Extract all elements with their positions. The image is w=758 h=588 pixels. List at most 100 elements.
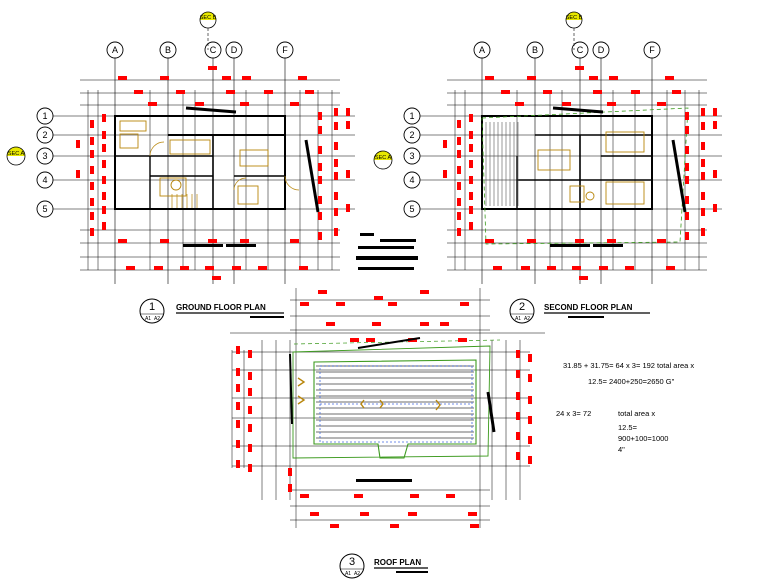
thick-leader — [671, 139, 687, 213]
slope-arrow — [297, 377, 306, 405]
grid-bubble-circle — [526, 41, 544, 59]
dimension-marker — [572, 266, 581, 270]
dimension-marker — [713, 170, 717, 178]
thick-leader — [357, 337, 421, 349]
calc-line-6: 4" — [618, 445, 625, 454]
dimension-marker — [305, 90, 314, 94]
dimension-marker — [336, 302, 345, 306]
dimension-marker — [102, 176, 106, 184]
dimension-marker — [300, 494, 309, 498]
dimension-marker — [485, 239, 494, 243]
sheet-a2: A2 — [354, 571, 360, 577]
dimension-marker — [318, 146, 322, 154]
dimension-marker — [346, 204, 350, 212]
dimension-marker — [685, 176, 689, 184]
dimension-marker — [685, 163, 689, 171]
grid-row-bubble-2: 2 — [36, 126, 54, 144]
dimension-marker — [579, 276, 588, 280]
grid-bubble-circle — [403, 126, 421, 144]
calc-line-2: 12.5= 2400+250=2650 G" — [588, 377, 675, 386]
dimension-marker — [326, 322, 335, 326]
thick-leader — [289, 353, 293, 425]
dimension-marker — [236, 346, 240, 354]
dimension-marker — [701, 172, 705, 180]
dimension-marker — [501, 90, 510, 94]
calc-line-3-right: total area x — [618, 409, 655, 418]
dimension-marker — [334, 108, 338, 116]
dimension-marker — [515, 102, 524, 106]
calc-line-5: 900+100=1000 — [618, 434, 668, 443]
dimension-marker — [90, 182, 94, 190]
grid-bubble-label: C — [210, 45, 217, 55]
grid-bubble-circle — [403, 200, 421, 218]
dimension-marker — [468, 512, 477, 516]
dimension-marker — [222, 76, 231, 80]
sec-b-label: SEC B — [566, 15, 583, 21]
dimension-marker — [528, 416, 532, 424]
roof-inner-outline — [313, 359, 477, 459]
plan-number: 3 — [349, 556, 355, 568]
dimension-marker — [420, 322, 429, 326]
area-calculations: 31.85 + 31.75= 64 x 3= 192 total area x … — [556, 361, 694, 454]
text-block — [360, 233, 374, 236]
stove-icon — [239, 149, 269, 167]
plan-title-ground: 1 A1 A2 GROUND FLOOR PLAN — [139, 298, 284, 324]
dimension-marker — [390, 524, 399, 528]
dimension-marker — [334, 142, 338, 150]
dimension-marker — [685, 196, 689, 204]
dimension-marker — [236, 384, 240, 392]
dimension-marker — [118, 239, 127, 243]
grid-bubble-label: 2 — [42, 130, 47, 140]
dimension-marker — [493, 266, 502, 270]
text-block — [356, 256, 418, 260]
sheet-a1: A1 — [345, 571, 351, 577]
dimension-marker — [148, 102, 157, 106]
grid-bubble-label: 3 — [42, 151, 47, 161]
dimension-marker — [346, 108, 350, 116]
dimension-marker — [102, 160, 106, 168]
dimension-marker — [240, 102, 249, 106]
dimension-marker — [666, 266, 675, 270]
kitchen-counter-icon — [169, 139, 211, 155]
dimension-marker — [248, 388, 252, 396]
plan-title-roof: 3 A1 A2 ROOF PLAN — [339, 553, 428, 579]
dimension-marker — [76, 170, 80, 178]
grid-bubble-circle — [36, 200, 54, 218]
dimension-marker — [90, 228, 94, 236]
dimension-marker — [248, 444, 252, 452]
grid-bubble-circle — [36, 107, 54, 125]
grid-row-bubble-4: 4 — [403, 171, 421, 189]
dimension-marker — [485, 76, 494, 80]
sheet-a1: A1 — [145, 316, 151, 322]
grid-column-bubble-f: F — [276, 41, 294, 59]
dimension-marker — [528, 436, 532, 444]
dimension-marker — [160, 239, 169, 243]
dimension-marker — [516, 392, 520, 400]
text-block — [380, 239, 416, 242]
dimension-marker — [176, 90, 185, 94]
dimension-marker — [372, 322, 381, 326]
dimension-marker — [90, 120, 94, 128]
dimension-marker — [248, 406, 252, 414]
grid-bubble-label: 4 — [409, 175, 414, 185]
ground-floor-outline — [114, 115, 286, 210]
grid-bubble-circle — [403, 171, 421, 189]
dimension-marker — [609, 76, 618, 80]
grid-row-bubble-2: 2 — [403, 126, 421, 144]
plan-title-second: 2 A1 A2 SECOND FLOOR PLAN — [509, 298, 650, 324]
dimension-marker — [248, 464, 252, 472]
dimension-marker — [469, 222, 473, 230]
table-icon — [170, 179, 182, 191]
section-tag-second-a: SEC A — [373, 150, 393, 170]
second-floor-outline — [481, 115, 653, 210]
dimension-marker — [575, 66, 584, 70]
dimension-marker — [102, 222, 106, 230]
dimension-marker — [440, 322, 449, 326]
dimension-marker — [236, 402, 240, 410]
grid-column-bubble-c: C — [204, 41, 222, 59]
black-text-blocks — [183, 106, 687, 482]
bed-icon — [537, 149, 571, 171]
dimension-marker — [685, 232, 689, 240]
grid-row-bubble-5: 5 — [36, 200, 54, 218]
